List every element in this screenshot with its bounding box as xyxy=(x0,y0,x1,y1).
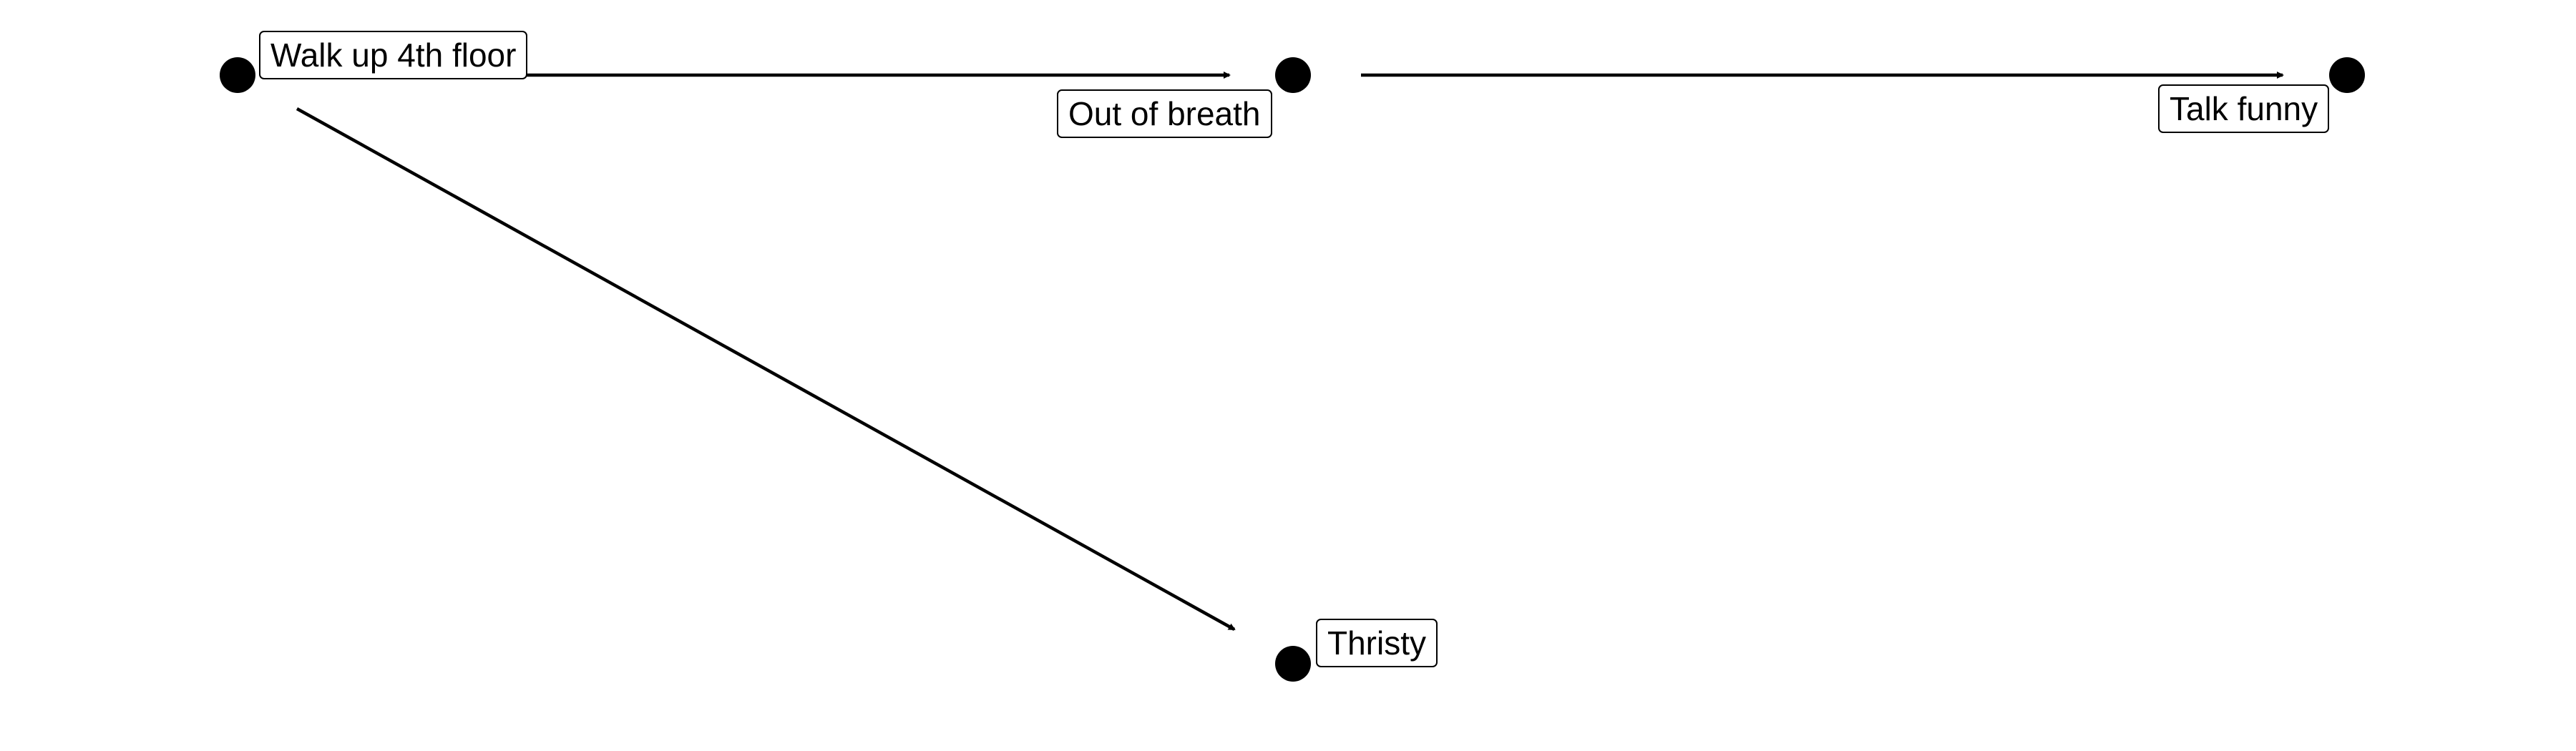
node-label-funny: Talk funny xyxy=(2158,84,2330,133)
node-dot-funny xyxy=(2329,57,2365,93)
edges-layer xyxy=(296,72,2284,631)
edge-walk-to-thirsty xyxy=(296,107,1236,631)
node-label-thirsty: Thristy xyxy=(1316,619,1438,667)
node-dot-walk xyxy=(220,57,255,93)
node-label-breath: Out of breath xyxy=(1057,89,1272,138)
node-dot-thirsty xyxy=(1275,646,1311,682)
node-dot-breath xyxy=(1275,57,1311,93)
node-label-walk: Walk up 4th floor xyxy=(259,31,528,79)
nodes-layer xyxy=(220,57,2365,682)
